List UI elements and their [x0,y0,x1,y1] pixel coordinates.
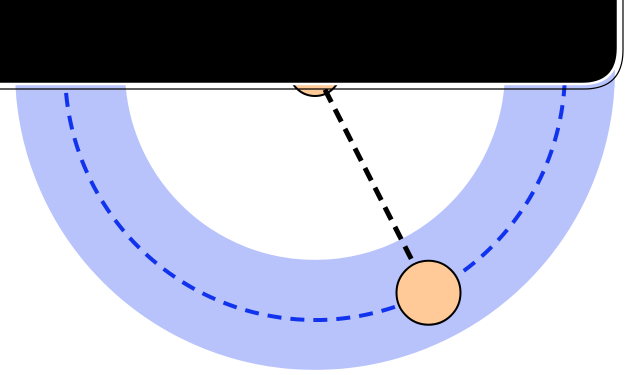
orbit-node [395,259,462,326]
overlay-panel [0,0,620,86]
dashed-orbit [63,69,567,322]
radius-line [312,68,431,294]
overlay-panel-edge [0,0,624,90]
track-band [15,69,615,370]
